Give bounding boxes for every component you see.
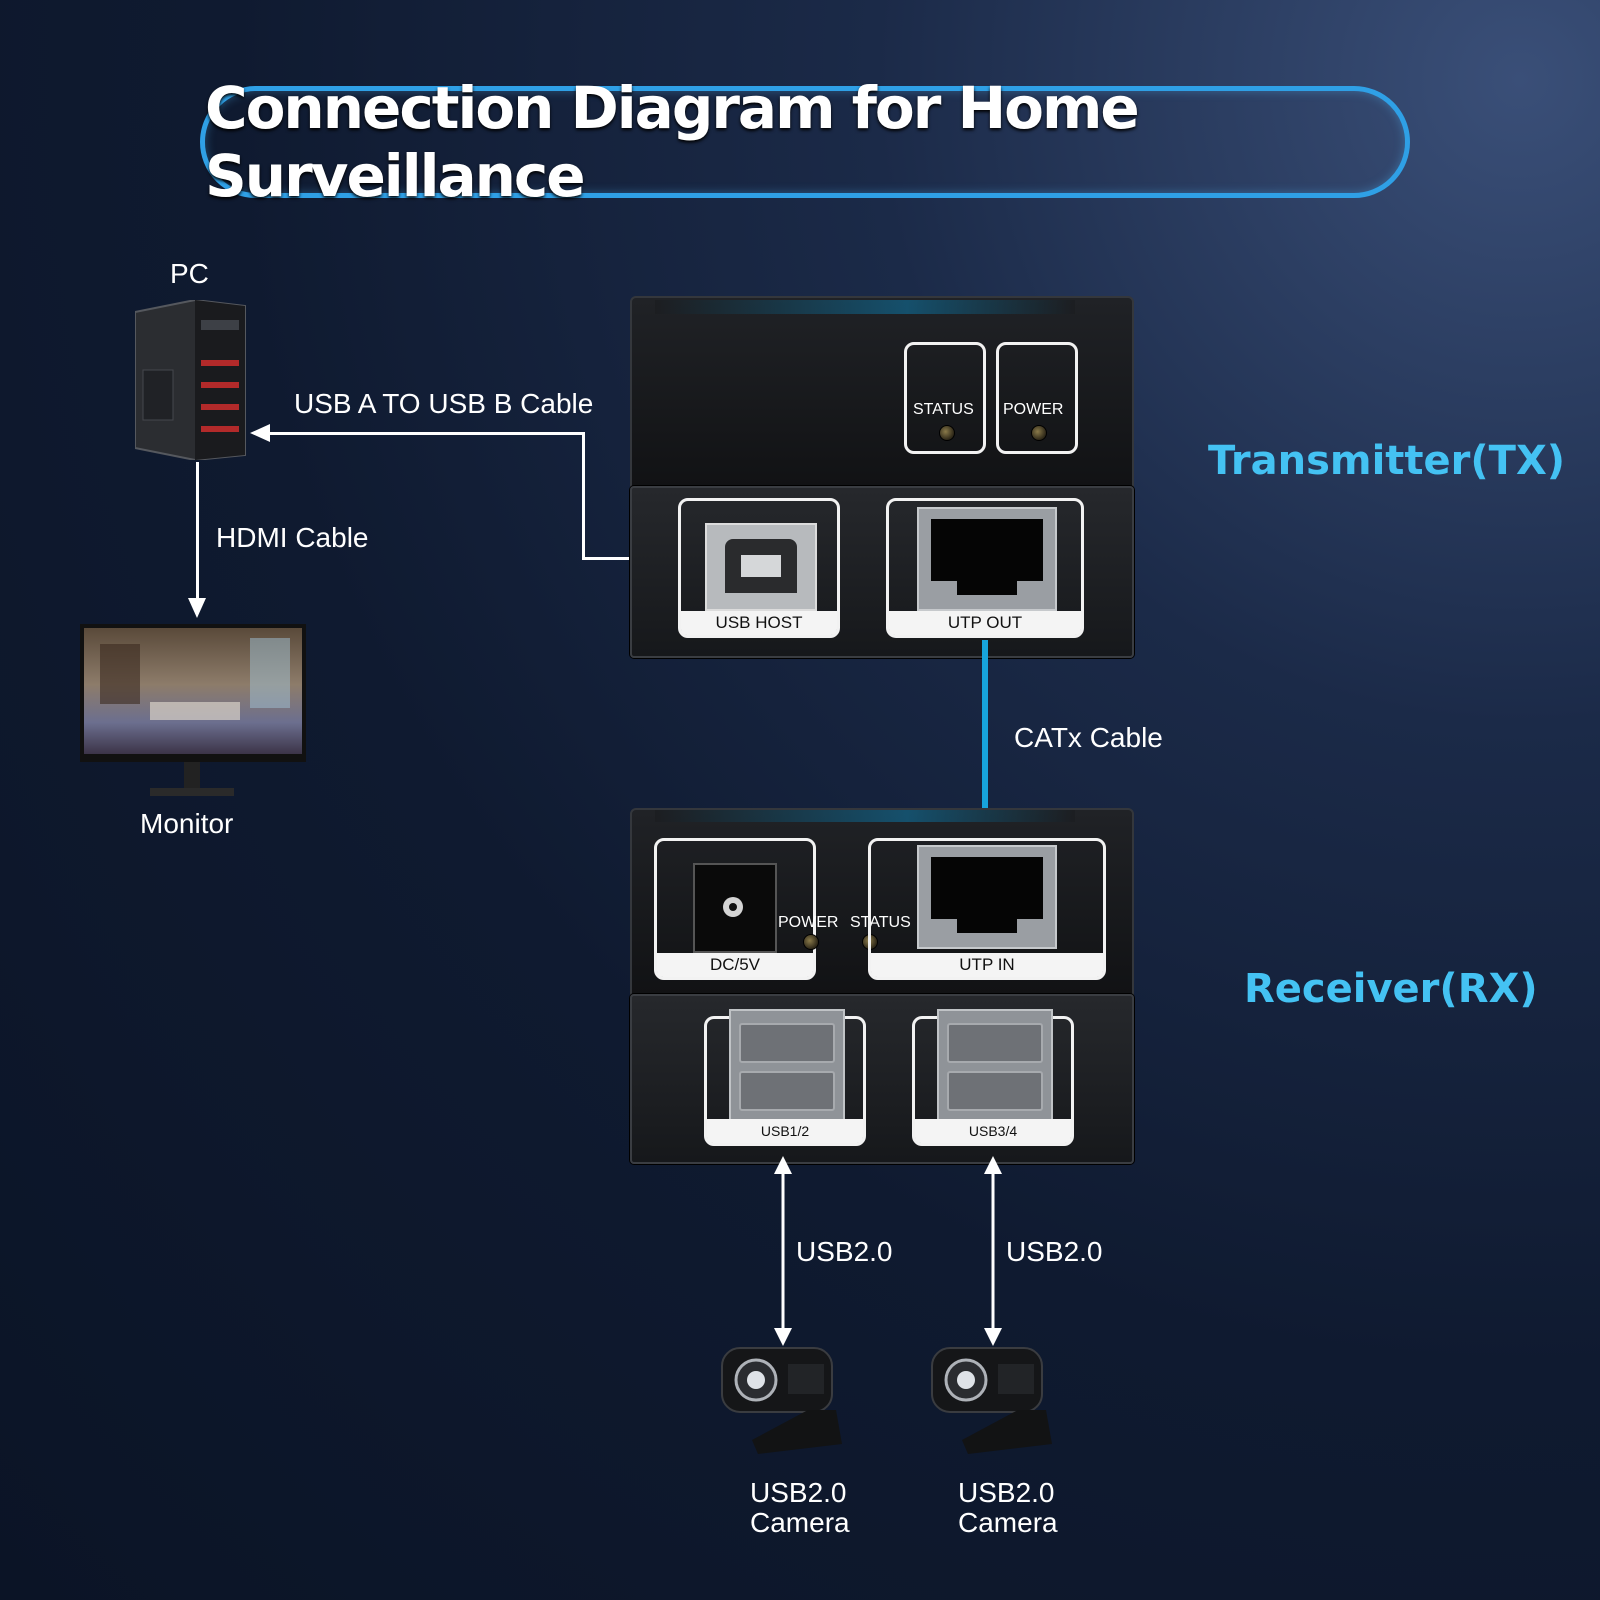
arrow-left-icon — [250, 424, 270, 442]
diagram-title: Connection Diagram for Home Surveillance — [205, 74, 1140, 210]
tx-utp-out-caption: UTP OUT — [889, 611, 1081, 635]
transmitter-label: Transmitter(TX) — [1208, 438, 1566, 484]
rx-usb34-caption: USB3/4 — [915, 1119, 1071, 1143]
rx-usb12-caption: USB1/2 — [707, 1119, 863, 1143]
tx-power-label: POWER — [1003, 401, 1064, 418]
usb-cable-line-end — [582, 557, 674, 560]
rj45-socket-icon — [917, 507, 1057, 611]
camera2-label: USB2.0 Camera — [958, 1477, 1058, 1538]
usb-a-dual-socket-icon — [937, 1009, 1053, 1123]
tx-power-led-frame: POWER — [996, 342, 1078, 454]
rx-dc-caption: DC/5V — [657, 953, 813, 977]
rx-status-label: STATUS — [850, 914, 911, 931]
rx-usb12-port: USB1/2 — [704, 1009, 866, 1146]
camera2-label-line1: USB2.0 — [958, 1477, 1055, 1508]
camera2-label-line2: Camera — [958, 1507, 1058, 1538]
tx-status-label: STATUS — [913, 401, 974, 418]
catx-cable-label: CATx Cable — [1014, 722, 1163, 753]
pc-tower-icon — [135, 300, 246, 460]
tx-utp-out-port: UTP OUT — [886, 498, 1084, 638]
tx-status-led-frame: STATUS — [904, 342, 986, 454]
tx-power-led-icon — [1031, 425, 1047, 441]
usb-cable-line-vertical — [582, 432, 585, 560]
rx-dc-port: DC/5V — [654, 838, 816, 980]
usb-a-dual-socket-icon — [729, 1009, 845, 1123]
rx-utp-in-caption: UTP IN — [871, 953, 1103, 977]
rx-utp-in-port: UTP IN — [868, 838, 1106, 980]
monitor-label: Monitor — [140, 808, 234, 839]
catx-cable-line — [982, 640, 988, 818]
arrow-down-icon — [188, 598, 206, 618]
rx-power-label: POWER — [778, 914, 839, 931]
rx-usb34-port: USB3/4 — [912, 1009, 1074, 1146]
usb2-left-label: USB2.0 — [796, 1236, 893, 1267]
camera1-label-line1: USB2.0 — [750, 1477, 847, 1508]
usb-b-socket-icon — [705, 523, 817, 611]
double-arrow-right-icon — [984, 1156, 1002, 1346]
tx-usb-host-port: USB HOST — [678, 498, 840, 638]
title-banner: Connection Diagram for Home Surveillance — [200, 74, 1410, 210]
tx-status-led-icon — [939, 425, 955, 441]
pc-label: PC — [170, 258, 209, 289]
rx-power-led-icon — [803, 934, 819, 950]
tx-usb-host-caption: USB HOST — [681, 611, 837, 635]
monitor-icon — [80, 624, 306, 796]
hdmi-cable-line — [196, 462, 199, 602]
rj45-socket-icon — [917, 845, 1057, 949]
webcam-icon — [721, 1347, 842, 1454]
camera1-label-line2: Camera — [750, 1507, 850, 1538]
receiver-label: Receiver(RX) — [1244, 966, 1538, 1012]
webcam-icon — [931, 1347, 1052, 1454]
transmitter-branding-strip — [655, 300, 1075, 314]
camera1-label: USB2.0 Camera — [750, 1477, 850, 1538]
dc-jack-icon — [693, 863, 777, 953]
usb-cable-line — [256, 432, 584, 435]
receiver-branding-strip — [655, 810, 1075, 822]
usb-ab-cable-label: USB A TO USB B Cable — [294, 388, 594, 419]
usb2-right-label: USB2.0 — [1006, 1236, 1103, 1267]
hdmi-cable-label: HDMI Cable — [216, 522, 369, 553]
double-arrow-left-icon — [774, 1156, 792, 1346]
